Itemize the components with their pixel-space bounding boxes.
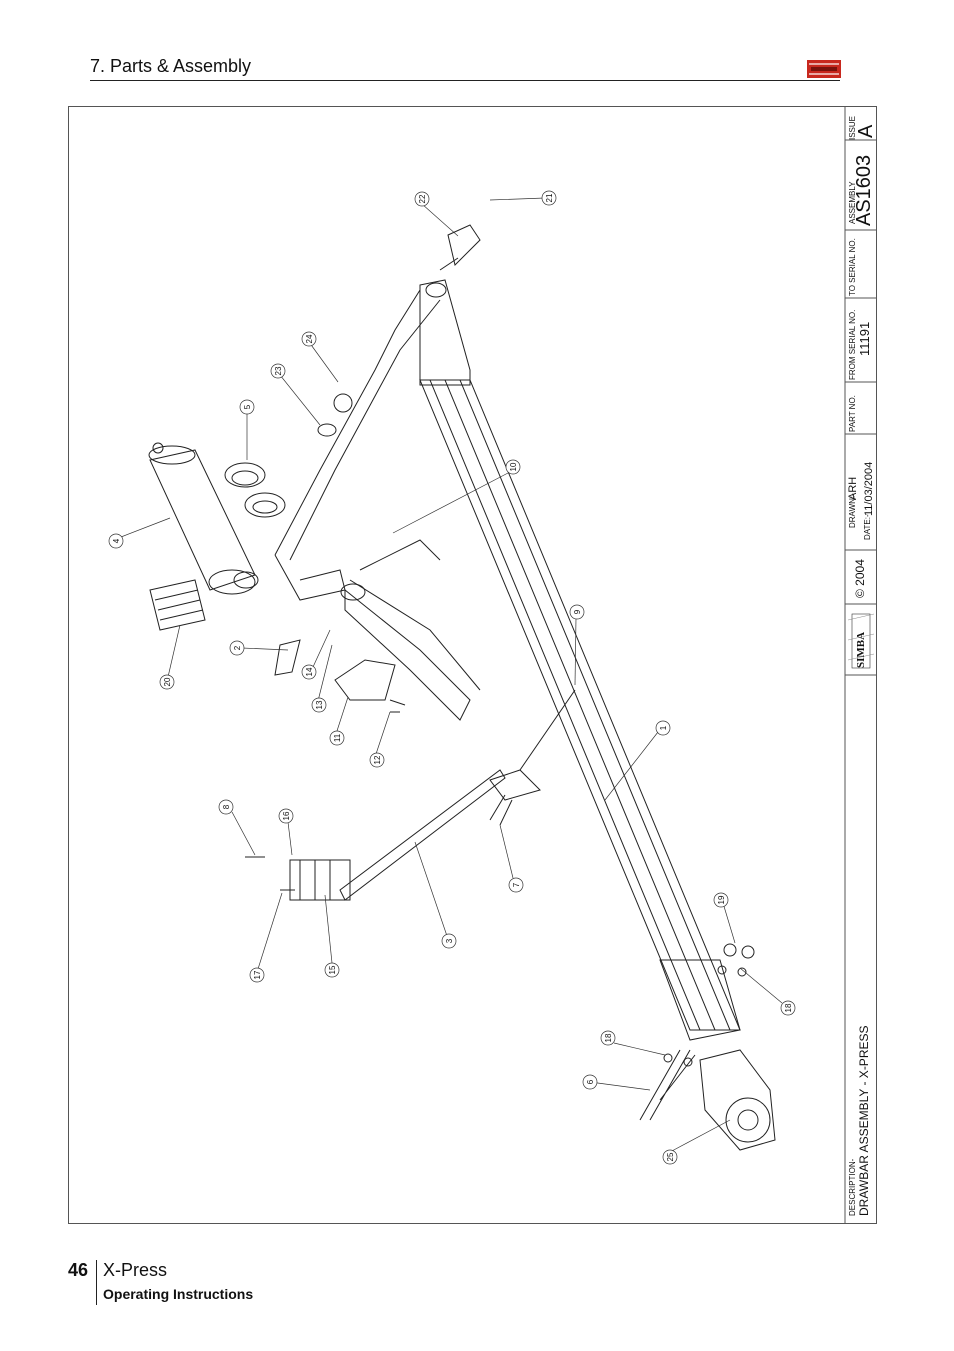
callout-18b: 18 bbox=[784, 1003, 793, 1012]
from-serial-label: FROM SERIAL NO. bbox=[848, 309, 857, 380]
callout-11: 11 bbox=[333, 733, 342, 742]
callout-19: 19 bbox=[717, 895, 726, 904]
callout-6: 6 bbox=[586, 1079, 595, 1084]
manual-subtitle: Operating Instructions bbox=[103, 1286, 254, 1302]
part-no-label: PART NO. bbox=[848, 395, 857, 432]
callout-9: 9 bbox=[573, 609, 582, 614]
date-label: DATE:- bbox=[863, 514, 872, 540]
callout-14: 14 bbox=[305, 667, 314, 676]
callout-2: 2 bbox=[233, 645, 242, 650]
callout-7: 7 bbox=[512, 882, 521, 887]
callout-13: 13 bbox=[315, 700, 324, 709]
simba-logo-icon bbox=[807, 60, 841, 78]
callout-17: 17 bbox=[253, 970, 262, 979]
callout-4: 4 bbox=[112, 538, 121, 543]
drawn-value: ARH bbox=[847, 476, 859, 500]
title-block-logo-icon bbox=[847, 613, 875, 669]
callout-23: 23 bbox=[274, 366, 283, 375]
callout-18a: 18 bbox=[604, 1033, 613, 1042]
callout-24: 24 bbox=[305, 334, 314, 343]
callout-21: 21 bbox=[545, 193, 554, 202]
callout-10: 10 bbox=[509, 462, 518, 471]
date-value: 11/03/2004 bbox=[863, 461, 875, 516]
callout-5: 5 bbox=[243, 404, 252, 409]
assembly-value: AS1603 bbox=[853, 154, 875, 226]
description-value: DRAWBAR ASSEMBLY - X-PRESS bbox=[857, 1025, 871, 1217]
callout-22: 22 bbox=[418, 194, 427, 203]
callout-3: 3 bbox=[445, 938, 454, 943]
part-callouts bbox=[108, 190, 796, 1165]
callout-16: 16 bbox=[282, 811, 291, 820]
callout-8: 8 bbox=[222, 804, 231, 809]
issue-value: A bbox=[855, 124, 877, 138]
title-block: ISSUE A ASSEMBLY AS1603 TO SERIAL NO. FR… bbox=[845, 106, 877, 1224]
drawing-frame bbox=[68, 106, 877, 1224]
callout-25: 25 bbox=[666, 1152, 675, 1161]
description-label: DESCRIPTION- bbox=[848, 1158, 857, 1216]
to-serial-label: TO SERIAL NO. bbox=[848, 238, 857, 296]
section-title: 7. Parts & Assembly bbox=[90, 56, 252, 76]
footer-rule bbox=[96, 1260, 97, 1305]
product-name: X-Press bbox=[103, 1260, 168, 1280]
copyright-text: © 2004 bbox=[853, 559, 867, 598]
callout-15: 15 bbox=[328, 965, 337, 974]
page-number: 46 bbox=[68, 1260, 89, 1280]
title-block-grid bbox=[844, 106, 877, 1224]
simba-wordmark: SIMBA bbox=[855, 631, 867, 668]
header-rule bbox=[90, 80, 840, 81]
callout-1: 1 bbox=[659, 725, 668, 730]
from-serial-value: 11191 bbox=[857, 321, 872, 356]
callout-20: 20 bbox=[163, 677, 172, 686]
callout-12: 12 bbox=[373, 755, 382, 764]
